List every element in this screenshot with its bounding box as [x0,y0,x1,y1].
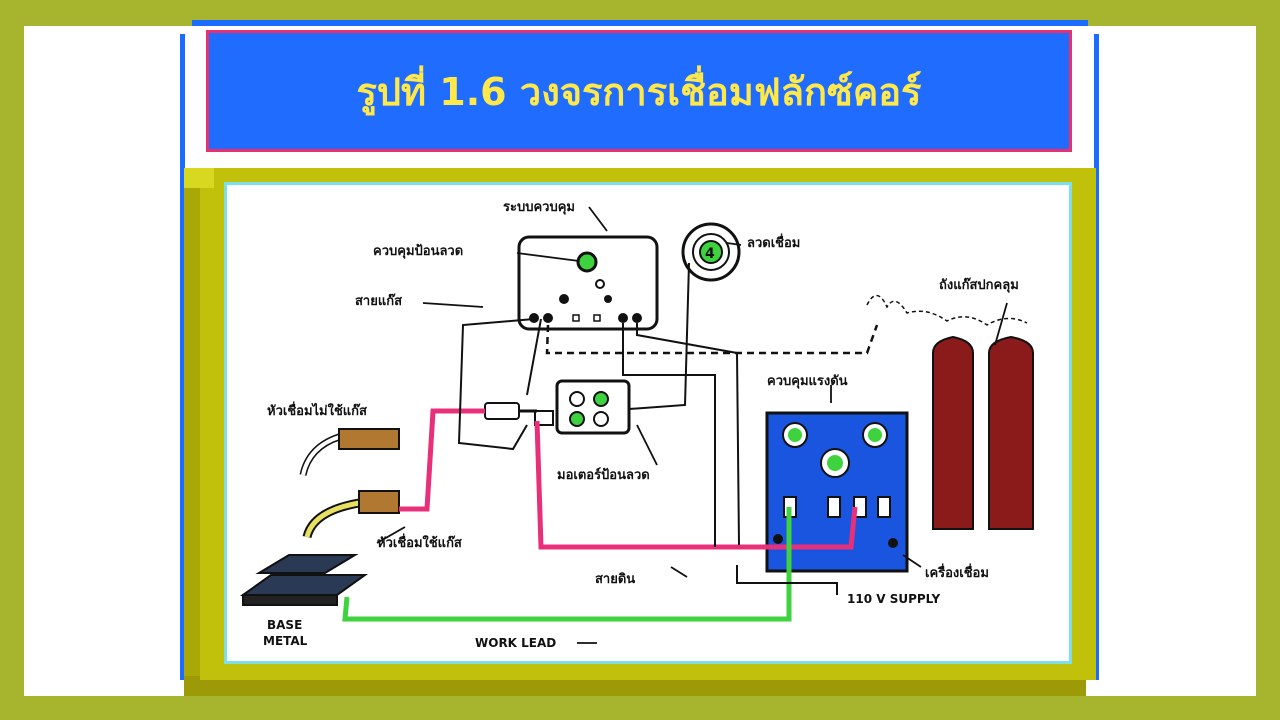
torch-gas [302,490,400,539]
left-accent-line [180,34,185,680]
label-work-lead: WORK LEAD [475,636,556,650]
label-supply: 110 V SUPPLY [847,592,940,606]
svg-text:4: 4 [705,246,715,262]
label-ground-cable: สายดิน [595,572,635,587]
label-gas-hose: สายแก๊ส [355,294,402,309]
diagram-panel: 4 [224,182,1072,664]
torch-no-gas [299,428,400,476]
right-accent-line [1094,34,1099,680]
label-wire-feed-motor: มอเตอร์ป้อนลวด [557,467,650,483]
label-welding-machine: เครื่องเชื่อม [925,563,989,581]
cables [342,262,879,622]
welding-circuit-diagram: 4 [239,200,1034,650]
label-gas-cylinder: ถังแก๊สปกคลุม [939,278,1019,293]
label-pressure-control: ควบคุมแรงดัน [767,374,848,389]
label-base-metal-1: BASE [267,618,302,632]
gas-cylinders [866,294,1034,530]
page-title: รูปที่ 1.6 วงจรการเชื่อมฟลักซ์คอร์ [356,69,922,114]
wire-spool: 4 [681,222,741,282]
title-banner: รูปที่ 1.6 วงจรการเชื่อมฟลักซ์คอร์ [206,30,1072,152]
control-box [517,235,659,331]
base-metal [239,554,369,606]
label-control-system: ระบบควบคุม [503,200,575,215]
frame-bevel-corner [184,168,214,188]
frame-bevel-left [184,184,202,688]
label-wire-feed-control: ควบคุมป้อนลวด [373,243,463,259]
frame-bevel-bottom [184,676,1086,696]
pointer-lines [376,206,1008,644]
top-accent-bar [192,20,1088,26]
label-torch-no-gas: หัวเชื่อมไม่ใช้แก๊ส [267,401,367,419]
wire-feeder [484,379,631,435]
label-base-metal-2: METAL [263,634,308,648]
label-welding-wire: ลวดเชื่อม [747,233,800,251]
label-torch-gas: หัวเชื่อมใช้แก๊ส [377,533,462,551]
